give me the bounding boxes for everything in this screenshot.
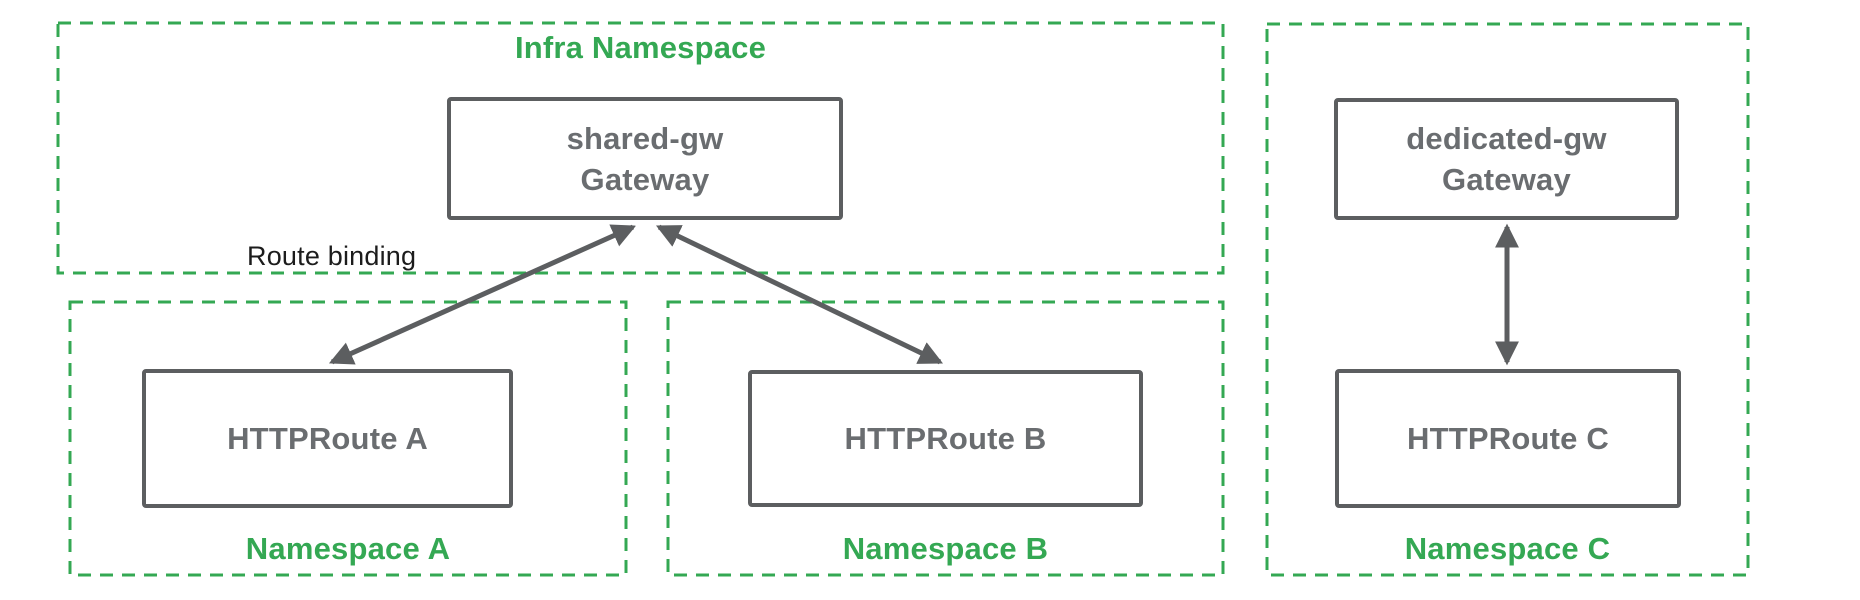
namespace-c-label: Namespace C <box>1404 531 1611 566</box>
node-dedicated-gw-name: dedicated-gw <box>1406 121 1607 156</box>
namespace-infra-border <box>56 21 1225 275</box>
namespace-b-label: Namespace B <box>842 531 1049 566</box>
edge-route-b-to-shared-gw <box>655 224 944 365</box>
namespace-c-border <box>1265 22 1750 577</box>
node-httproute-c-name: HTTPRoute C <box>1407 421 1609 456</box>
node-httproute-a-name: HTTPRoute A <box>227 421 428 456</box>
namespace-infra-label: Infra Namespace <box>514 30 767 65</box>
node-dedicated-gw-kind: Gateway <box>1442 162 1571 197</box>
namespace-a-label: Namespace A <box>245 531 451 566</box>
node-shared-gw-gateway: shared-gw Gateway <box>447 97 843 220</box>
node-httproute-b: HTTPRoute B <box>748 370 1143 507</box>
node-httproute-a: HTTPRoute A <box>142 369 513 508</box>
edge-route-a-to-shared-gw <box>328 224 637 365</box>
node-httproute-c: HTTPRoute C <box>1335 369 1681 508</box>
node-dedicated-gw-gateway: dedicated-gw Gateway <box>1334 98 1679 220</box>
namespace-b-border <box>666 300 1225 577</box>
route-binding-label: Route binding <box>247 241 417 271</box>
node-shared-gw-kind: Gateway <box>580 161 710 197</box>
node-shared-gw-name: shared-gw <box>566 120 724 156</box>
node-httproute-b-name: HTTPRoute B <box>844 421 1047 456</box>
namespace-a-border <box>68 300 628 577</box>
